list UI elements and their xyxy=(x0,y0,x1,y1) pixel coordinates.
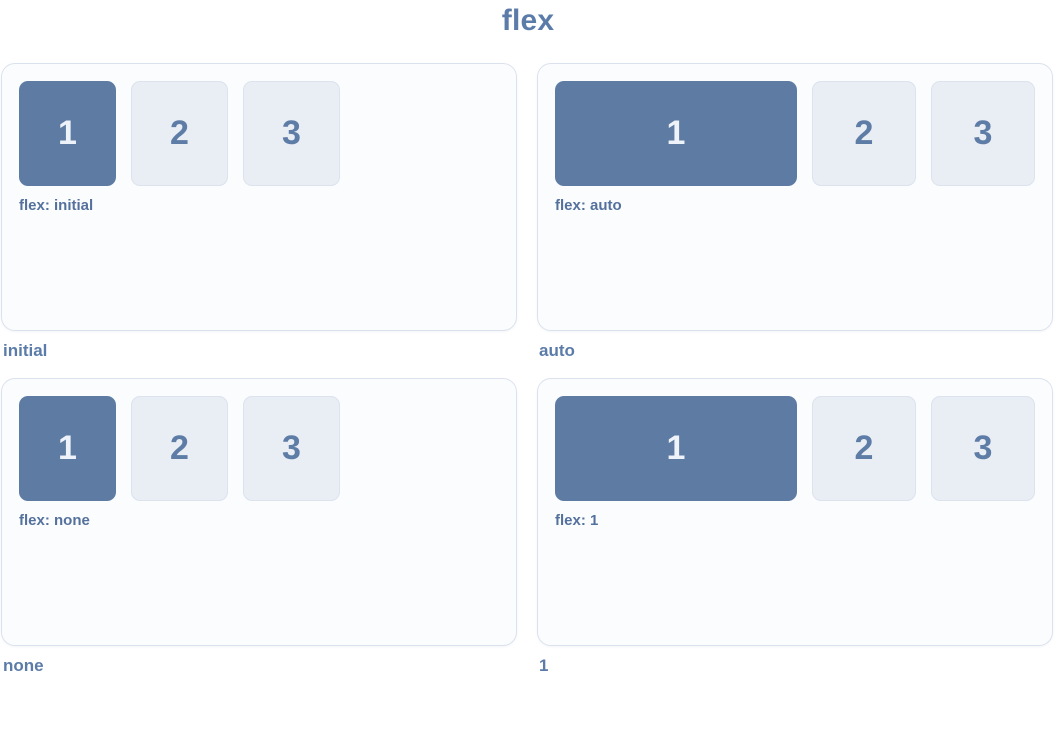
demo-caption: flex: initial xyxy=(19,197,94,214)
demo-card-1: 1 2 3 flex: 1 xyxy=(537,378,1053,646)
demo-section-none: 1 2 3 flex: none none xyxy=(1,378,517,675)
demo-caption: flex: auto xyxy=(555,197,622,214)
demo-caption: flex: none xyxy=(19,512,90,529)
flex-item-2: 2 xyxy=(812,81,916,186)
demo-label-none: none xyxy=(3,656,44,675)
demo-grid: 1 2 3 flex: initial initial 1 2 3 flex: … xyxy=(1,63,1053,675)
flex-item-3: 3 xyxy=(931,81,1035,186)
demo-card-auto: 1 2 3 flex: auto xyxy=(537,63,1053,331)
flex-container: 1 2 3 xyxy=(555,81,1035,186)
flex-item-1: 1 xyxy=(555,396,797,501)
flex-item-2: 2 xyxy=(131,81,228,186)
flex-item-2: 2 xyxy=(131,396,228,501)
demo-card-initial: 1 2 3 flex: initial xyxy=(1,63,517,331)
flex-container: 1 2 3 xyxy=(555,396,1035,501)
flex-item-2: 2 xyxy=(812,396,916,501)
flex-item-3: 3 xyxy=(243,81,340,186)
demo-label-1: 1 xyxy=(539,656,549,675)
page-title: flex xyxy=(501,4,555,37)
demo-section-1: 1 2 3 flex: 1 1 xyxy=(537,378,1053,675)
flex-item-1: 1 xyxy=(19,396,116,501)
flex-item-3: 3 xyxy=(243,396,340,501)
flex-item-1: 1 xyxy=(555,81,797,186)
demo-caption: flex: 1 xyxy=(555,512,599,529)
flex-item-3: 3 xyxy=(931,396,1035,501)
demo-label-auto: auto xyxy=(539,341,575,360)
demo-label-initial: initial xyxy=(3,341,48,360)
flex-container: 1 2 3 xyxy=(19,396,499,501)
flex-container: 1 2 3 xyxy=(19,81,499,186)
demo-card-none: 1 2 3 flex: none xyxy=(1,378,517,646)
flex-item-1: 1 xyxy=(19,81,116,186)
demo-section-auto: 1 2 3 flex: auto auto xyxy=(537,63,1053,360)
demo-section-initial: 1 2 3 flex: initial initial xyxy=(1,63,517,360)
